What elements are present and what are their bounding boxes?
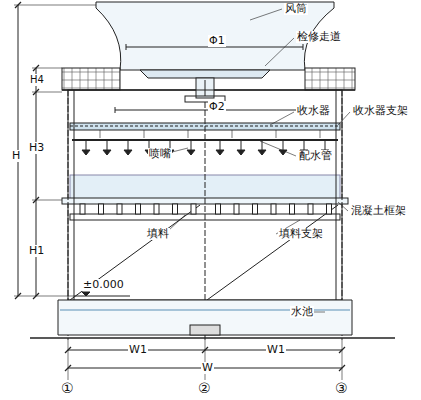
dimension-label: H [11, 150, 21, 162]
part-label: 收水器支架 [352, 105, 409, 117]
elevation-label: ±0.000 [82, 279, 125, 291]
part-label: 风筒 [284, 3, 308, 15]
dimension-label: H1 [28, 245, 45, 257]
part-label: 混凝土框架 [350, 205, 407, 217]
dimension-label: W [201, 362, 214, 374]
part-label: 水池 [290, 306, 314, 318]
part-label: 喷嘴 [148, 148, 172, 160]
part-label: 配水管 [298, 150, 333, 162]
axis-number: ② [197, 382, 212, 394]
dimension-label: Φ1 [208, 35, 226, 47]
dimension-label: H4 [29, 74, 45, 86]
axis-number: ① [60, 382, 75, 394]
dimension-label: W1 [128, 344, 148, 356]
part-label: 收水器 [296, 105, 331, 117]
dimension-label: H3 [28, 142, 45, 154]
part-label: 检修走道 [296, 31, 342, 43]
dimension-label: W1 [266, 344, 286, 356]
part-label: 填料 [146, 228, 170, 240]
part-label: 填料支架 [278, 228, 324, 240]
dimension-label: Φ2 [208, 101, 226, 113]
axis-number: ③ [334, 382, 349, 394]
